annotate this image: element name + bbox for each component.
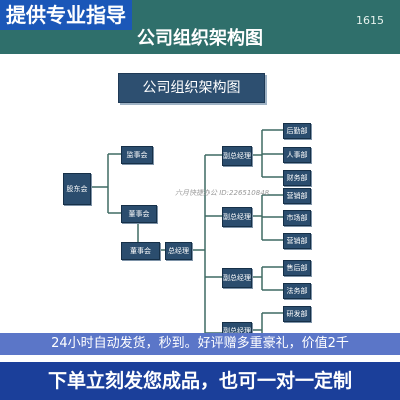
diagram-title: 公司组织架构图 xyxy=(118,73,265,103)
slide-title: 公司组织架构图 xyxy=(137,28,263,49)
node-vp-3: 副总经理 xyxy=(222,268,252,288)
node-vp-2: 副总经理 xyxy=(222,207,252,227)
node-dept-after-sales: 售后部 xyxy=(283,260,311,276)
node-supervisors: 监事会 xyxy=(121,146,153,164)
node-board: 董事会 xyxy=(121,205,157,223)
node-dept-hr: 人事部 xyxy=(283,147,311,163)
node-dept-finance: 财务部 xyxy=(283,170,311,186)
node-vp-1: 副总经理 xyxy=(222,146,252,166)
node-shareholders: 股东会 xyxy=(63,173,91,205)
watermark-text: 六月快捷办公 ID:226510848 xyxy=(175,189,270,197)
slide-code: 1615 xyxy=(356,14,384,27)
promo-banner-middle: 24小时自动发货，秒到。好评赠多重豪礼，价值2千 xyxy=(0,333,400,355)
node-dept-rnd: 研发部 xyxy=(283,306,311,322)
node-dept-market: 市场部 xyxy=(283,210,311,226)
promo-banner-bottom: 下单立刻发您成品，也可一对一定制 xyxy=(0,362,400,400)
promo-banner-top: 提供专业指导 xyxy=(0,0,132,30)
node-chairman: 董事会 xyxy=(121,242,160,260)
node-ceo: 总经理 xyxy=(165,242,192,260)
node-dept-sales: 营销部 xyxy=(283,188,311,204)
node-dept-legal: 法务部 xyxy=(283,283,311,299)
node-dept-logistics: 后勤部 xyxy=(283,123,311,139)
node-dept-marketing: 营销部 xyxy=(283,233,311,249)
